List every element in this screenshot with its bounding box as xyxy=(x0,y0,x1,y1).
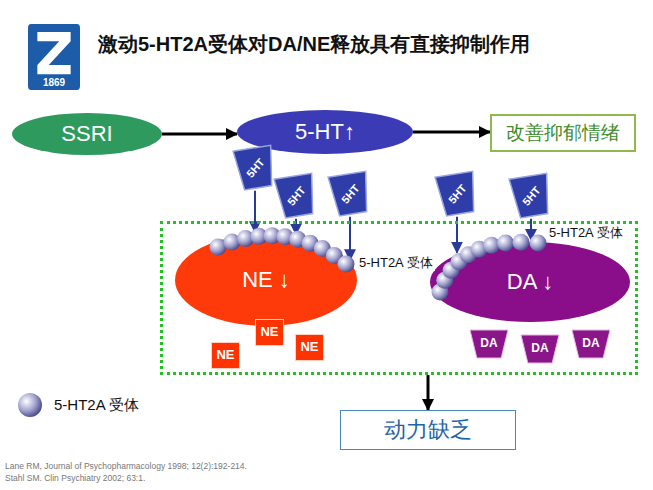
ne-granule: NE xyxy=(255,319,284,346)
serotonin-tag: 5HT xyxy=(435,171,479,216)
node-text: NE xyxy=(300,340,318,354)
da-neuron: DA ↓ xyxy=(430,242,630,322)
node-text: NE xyxy=(260,325,278,339)
da-granule: DA xyxy=(521,335,559,363)
flow-arrow xyxy=(162,133,237,136)
logo-badge: 1869 xyxy=(28,24,80,90)
serotonin-tag: 5HT xyxy=(233,145,277,190)
node-text: DA xyxy=(582,337,599,350)
node-text: DA ↓ xyxy=(507,270,553,294)
node-text: DA xyxy=(480,337,497,350)
node-text: 动力缺乏 xyxy=(384,418,472,442)
serotonin-tag: 5HT xyxy=(328,171,372,216)
node-text: NE ↓ xyxy=(242,268,290,292)
ne-neuron: NE ↓ xyxy=(175,234,357,326)
legend-text: 5-HT2A 受体 xyxy=(54,396,139,413)
da-granule: DA xyxy=(470,330,508,358)
ne-granule: NE xyxy=(211,342,240,369)
slide-title: 激动5-HT2A受体对DA/NE释放具有直接抑制作用 xyxy=(98,33,530,56)
serotonin-tag: 5HT xyxy=(509,173,553,218)
flow-arrow xyxy=(427,375,430,410)
drug-ellipse: SSRI xyxy=(12,113,162,155)
node-text: NE xyxy=(216,348,234,362)
node-text: 5-HT↑ xyxy=(295,120,355,144)
receptor-label: 5-HT2A 受体 xyxy=(547,226,625,241)
node-text: SSRI xyxy=(61,122,112,146)
citation: Stahl SM. Clin Psychiatry 2002; 63:1. xyxy=(5,474,145,484)
node-text: 改善抑郁情绪 xyxy=(506,123,620,144)
serotonin-tag: 5HT xyxy=(274,173,318,218)
node-text: DA xyxy=(531,342,548,355)
receptor-sample xyxy=(18,393,42,417)
flow-arrow xyxy=(254,191,256,233)
receptor-label: 5-HT2A 受体 xyxy=(357,256,435,271)
da-granule: DA xyxy=(572,330,610,358)
ne-granule: NE xyxy=(295,334,324,361)
outcome-box: 动力缺乏 xyxy=(340,410,516,450)
node-text: 1869 xyxy=(43,77,65,88)
region-box: NE ↓ DA ↓ NE NE NE DA DA DA xyxy=(160,221,638,375)
citation: Lane RM, Journal of Psychopharmacology 1… xyxy=(5,462,247,472)
effect-box: 改善抑郁情绪 xyxy=(490,114,636,152)
flow-arrow xyxy=(413,131,490,134)
